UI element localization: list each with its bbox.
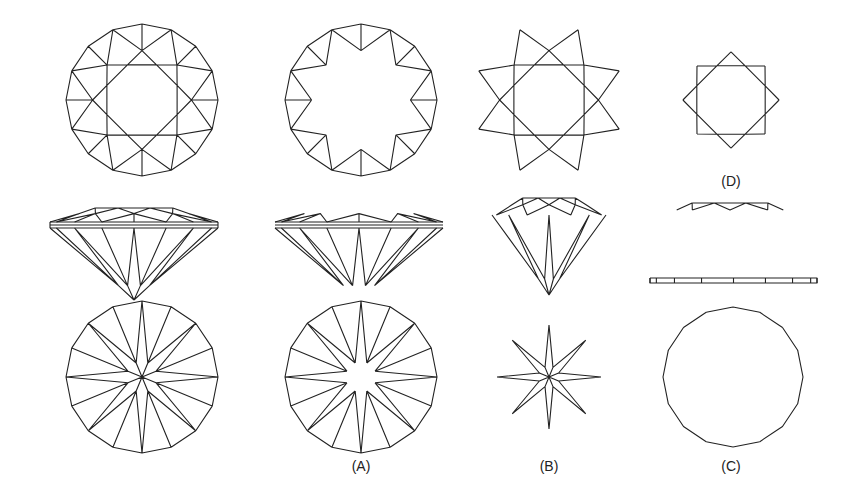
girdle-side: [765, 278, 766, 283]
girdle-view: [663, 307, 803, 447]
figure-label: (A): [350, 458, 373, 474]
lower-girdle-view: [285, 301, 437, 453]
pavilion-view: [66, 301, 218, 453]
girdle-side: [701, 278, 702, 283]
girdle-side: [792, 278, 793, 283]
figure-label: (D): [719, 173, 742, 189]
girdle-band: [275, 224, 443, 225]
girdle-band: [275, 221, 443, 222]
side-table-star: [677, 203, 784, 210]
table-star-view: [683, 52, 779, 148]
side-upper-girdle: [275, 214, 443, 222]
girdle-side: [733, 278, 734, 283]
girdle-band: [50, 224, 218, 225]
side-pavilion-mains: [492, 215, 606, 295]
crown-view: [66, 24, 218, 176]
girdle-side: [656, 278, 657, 283]
bezel-star-view: [479, 30, 619, 170]
upper-girdle-view: [285, 24, 437, 176]
girdle-side: [674, 278, 675, 283]
side-pavilion: [50, 228, 218, 300]
figure-label: (B): [538, 458, 561, 474]
girdle-side: [810, 278, 811, 283]
girdle-side: [649, 278, 650, 283]
side-lower-girdle: [275, 228, 443, 286]
side-bezel-star: [496, 198, 601, 215]
pavilion-mains-view: [497, 325, 601, 429]
girdle-side: [816, 278, 817, 283]
girdle-band: [217, 222, 218, 228]
girdle-side: [650, 278, 817, 283]
girdle-band: [49, 222, 50, 228]
girdle-band: [50, 221, 218, 222]
girdle-band: [275, 227, 443, 228]
side-crown: [50, 208, 218, 222]
figure-label: (C): [719, 458, 742, 474]
girdle-band: [50, 227, 218, 228]
